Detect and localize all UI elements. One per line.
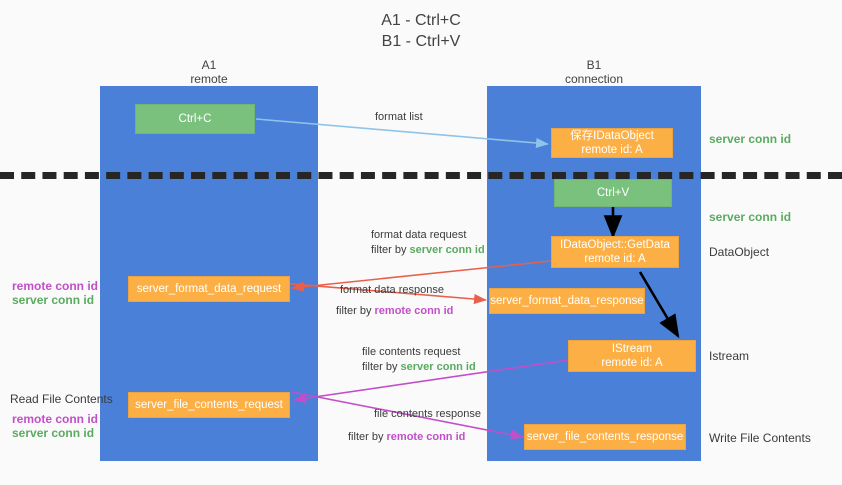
right-label-server-conn-id-mid: server conn id [709,210,792,224]
edge-label-format-data-request-prefix: filter by [371,244,410,256]
left-label-server-conn-id-lower: server conn id [12,426,95,440]
box-server-format-data-request[interactable]: server_format_data_request [128,276,290,302]
box-save-dataobject[interactable]: 保存IDataObject remote id: A [551,128,673,158]
box-server-format-data-request-label: server_format_data_request [136,283,282,295]
edge-label-format-list-line1: format list [375,111,423,123]
box-server-format-data-response[interactable]: server_format_data_response [489,288,645,314]
box-ctrl-c-label: Ctrl+C [178,113,212,125]
left-label-read-file-contents: Read File Contents [10,392,113,406]
column-header-a1: A1 remote [100,58,318,86]
title-line-2: B1 - Ctrl+V [381,33,461,50]
edge-label-file-contents-response: file contents response filter by remote … [348,407,482,445]
left-label-remote-conn-id-upper: remote conn id [12,279,99,293]
edge-label-file-contents-request-prefix: filter by [362,361,401,373]
edge-label-format-data-response-prefix: filter by [336,305,375,317]
edge-label-format-data-request-line2: filter by server conn id [371,243,485,258]
edge-label-format-data-request-line1: format data request [371,229,467,241]
edge-label-format-data-response: format data response filter by remote co… [336,283,453,319]
box-save-dataobject-line1: 保存IDataObject [570,130,654,142]
edge-label-file-contents-request-line1: file contents request [362,346,461,358]
box-save-dataobject-line2: remote id: A [581,144,643,156]
column-header-b1: B1 connection [487,58,701,86]
edge-label-file-contents-response-prefix: filter by [348,431,387,443]
box-ctrl-c[interactable]: Ctrl+C [135,104,255,134]
box-istream[interactable]: IStream remote id: A [568,340,696,372]
page-title: A1 - Ctrl+C B1 - Ctrl+V [0,10,842,52]
right-label-server-conn-id-top: server conn id [709,132,792,146]
edge-label-file-contents-response-highlight: remote conn id [386,431,466,443]
box-getdata-line2: remote id: A [584,253,646,265]
box-ctrl-v-label: Ctrl+V [596,187,630,199]
column-header-b1-name: B1 [586,58,602,72]
edge-label-format-data-response-highlight: remote conn id [374,305,454,317]
box-getdata[interactable]: IDataObject::GetData remote id: A [551,236,679,268]
box-ctrl-v[interactable]: Ctrl+V [554,179,672,207]
box-server-file-contents-response-label: server_file_contents_response [526,431,684,443]
edge-label-format-data-response-line1: format data response [340,284,444,296]
left-label-remote-conn-id-lower: remote conn id [12,412,99,426]
right-label-dataobject: DataObject [709,245,770,259]
box-istream-line2: remote id: A [601,357,663,369]
right-label-istream: Istream [709,349,750,363]
box-server-file-contents-response[interactable]: server_file_contents_response [524,424,686,450]
edge-label-format-list: format list [375,110,423,125]
box-server-file-contents-request-label: server_file_contents_request [135,399,283,411]
section-divider [0,172,842,179]
title-line-1: A1 - Ctrl+C [381,12,461,29]
box-getdata-line1: IDataObject::GetData [560,239,670,251]
column-header-a1-name: A1 [201,58,217,72]
left-label-server-conn-id-upper: server conn id [12,293,95,307]
edge-label-file-contents-request-line2: filter by server conn id [362,360,476,375]
edge-label-file-contents-response-line2: filter by remote conn id [348,430,481,445]
edge-label-format-data-response-line2: filter by remote conn id [336,304,453,319]
edge-label-format-data-request-highlight: server conn id [409,244,485,256]
right-label-write-file-contents: Write File Contents [709,431,811,445]
box-server-file-contents-request[interactable]: server_file_contents_request [128,392,290,418]
edge-label-format-data-request: format data request filter by server con… [371,228,485,258]
edge-label-file-contents-request-highlight: server conn id [400,361,476,373]
edge-label-file-contents-request: file contents request filter by server c… [362,345,476,375]
column-header-a1-role: remote [190,72,228,86]
column-header-b1-role: connection [564,72,624,86]
edge-label-file-contents-response-line1: file contents response [374,408,482,420]
box-server-format-data-response-label: server_format_data_response [490,295,644,307]
box-istream-line1: IStream [611,343,653,355]
